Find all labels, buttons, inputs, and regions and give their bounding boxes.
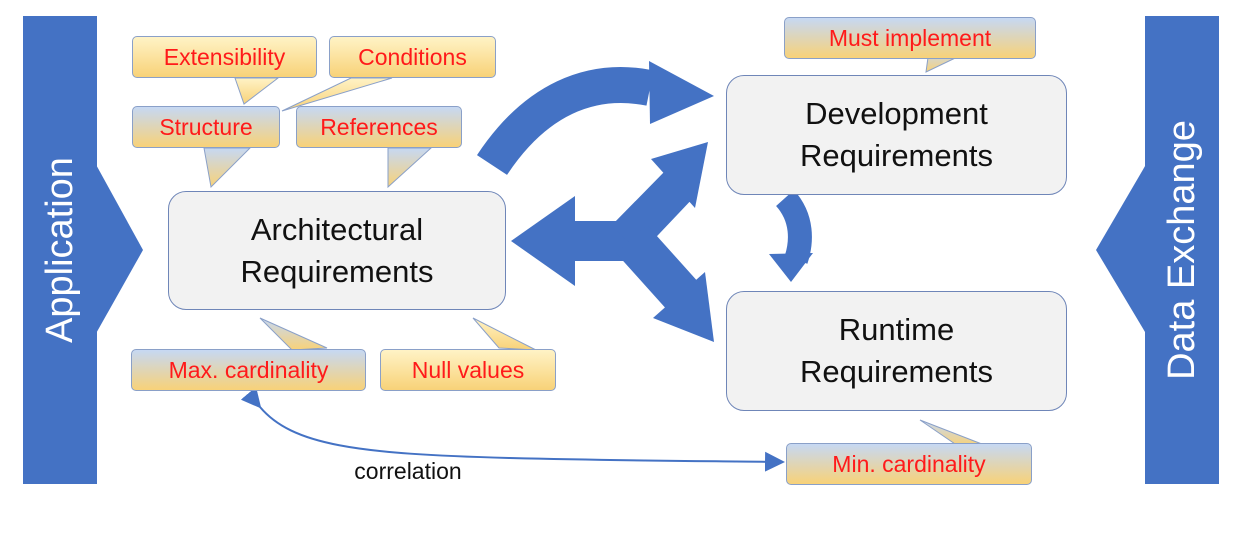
architectural-requirements-box: Architectural Requirements xyxy=(168,191,506,310)
data-exchange-side-bar: Data Exchange xyxy=(1145,16,1219,484)
correlation-label: correlation xyxy=(354,458,462,484)
references-callout: References xyxy=(296,106,462,148)
structure-callout: Structure xyxy=(132,106,280,148)
development-to-runtime-arrowhead xyxy=(769,253,813,282)
null-values-callout-pointer xyxy=(472,317,537,351)
min-cardinality-callout: Min. cardinality xyxy=(786,443,1032,485)
architectural-to-development-arrow-shaft xyxy=(476,67,654,176)
data-exchange-inward-arrow xyxy=(1096,161,1148,337)
architectural-requirements-line-2: Requirements xyxy=(240,253,434,289)
architectural-to-development-arrowhead xyxy=(649,61,714,124)
three-way-arrow-upper-head xyxy=(651,142,708,208)
references-callout-pointer xyxy=(387,147,433,189)
three-way-arrow-lower-shaft xyxy=(616,225,700,312)
development-to-runtime-arrow-shaft xyxy=(775,189,812,264)
runtime-requirements-line-2: Requirements xyxy=(800,354,993,389)
conditions-callout: Conditions xyxy=(329,36,496,78)
architectural-requirements-line-1: Architectural xyxy=(250,211,424,247)
structure-callout-pointer xyxy=(203,147,252,189)
max-cardinality-callout: Max. cardinality xyxy=(131,349,366,391)
conditions-callout-pointer xyxy=(281,77,393,112)
data-exchange-label: Data Exchange xyxy=(1161,120,1203,380)
three-way-arrow-lower-head xyxy=(653,272,714,342)
three-way-arrow-upper-shaft xyxy=(611,170,696,253)
application-inward-arrow xyxy=(94,161,143,337)
max-cardinality-callout-pointer xyxy=(259,317,328,351)
must-implement-callout: Must implement xyxy=(784,17,1036,59)
extensibility-callout-pointer xyxy=(234,77,280,105)
correlation-connector xyxy=(240,386,785,472)
extensibility-callout: Extensibility xyxy=(132,36,317,78)
three-way-arrow-left-head xyxy=(511,196,575,286)
application-label: Application xyxy=(39,157,81,343)
development-requirements-line-1: Development xyxy=(805,96,988,132)
runtime-requirements-box: Runtime Requirements xyxy=(726,291,1067,411)
development-requirements-box: Development Requirements xyxy=(726,75,1067,195)
null-values-callout: Null values xyxy=(380,349,556,391)
runtime-requirements-line-1: Runtime xyxy=(838,312,955,348)
development-requirements-line-2: Requirements xyxy=(800,138,993,173)
application-side-bar: Application xyxy=(23,16,97,484)
